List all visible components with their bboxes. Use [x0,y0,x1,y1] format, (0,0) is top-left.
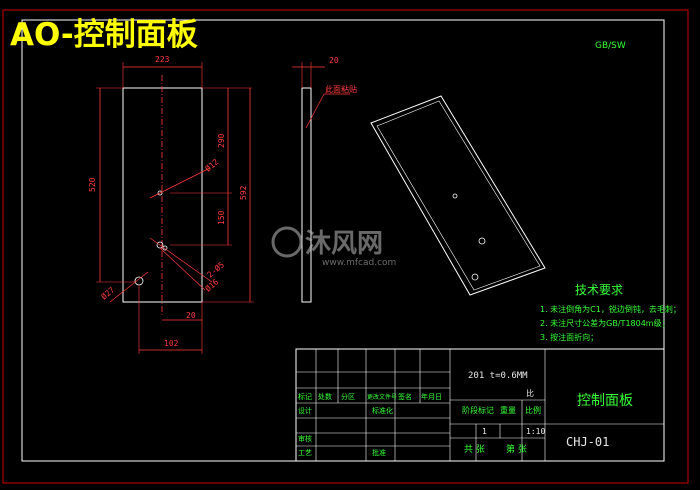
leader-line [149,167,211,199]
tb-col-zone: 分区 [341,392,355,401]
iso-plate-edge [376,100,541,291]
outer-border [2,9,689,484]
tb-weight: 重量 [500,405,516,415]
tb-scale-label: 比例 [525,405,541,415]
tb-col-sign: 签名 [398,392,412,401]
tb-col-date: 年月日 [421,392,442,401]
iso-plate [370,95,546,296]
drawing-title: AO-控制面板 [10,17,198,53]
tb-standard: 标准化 [372,406,393,415]
tech-heading: 技术要求 [575,283,623,297]
iso-hole [478,237,486,245]
leader-line [305,93,325,129]
tb-part-name: 控制面板 [577,393,633,409]
watermark-logo-icon [271,226,303,258]
hole-mid-b [162,245,168,251]
iso-hole [471,273,479,281]
tb-material: 201 t=0.6MM [468,371,528,381]
dim-592: 592 [239,185,248,200]
tech-item-2: 2. 未注尺寸公差为GB/T1804m级； [540,318,670,328]
corner-stamp: GB/SW [595,41,626,51]
leader-line [149,237,213,283]
leader-line [159,247,206,291]
dim-lower: 150 [217,210,226,225]
hole-top [157,190,163,196]
tb-drawing-no: CHJ-01 [566,435,609,449]
side-view: 20 此面粘贴 [292,56,357,303]
tb-col-change: 更改文件号 [367,393,397,401]
dim-upper: 290 [217,133,226,148]
leader-line [109,271,149,303]
tech-item-1: 1. 未注倒角为C1，锐边倒钝，去毛刺； [540,304,681,314]
tb-qty: 1 [482,427,487,436]
label-hole-mid-b: Ø16 [203,276,221,293]
label-hole-mid: 2-Ø5 [205,259,226,279]
tb-scale-prefix: 比 [526,388,534,398]
watermark-url: www.mfcad.com [322,258,396,268]
tb-col-count: 处数 [318,392,332,401]
tb-design: 设计 [298,406,312,415]
tb-col-mark: 标记 [298,392,312,401]
tb-sheet: 第 张 [506,443,527,455]
tech-requirements: 技术要求 1. 未注倒角为C1，锐边倒钝，去毛刺； 2. 未注尺寸公差为GB/T… [540,283,681,342]
tb-approve: 批准 [372,448,386,457]
title-block-frame [295,348,665,462]
dim-thickness: 20 [329,56,339,65]
watermark: 沐风网 www.mfcad.com [271,226,396,268]
dim-hole-offset: 20 [186,311,196,320]
label-hole-top: Ø12 [203,156,221,173]
front-view: 223 520 290 150 592 Ø12 2-Ø5 Ø16 Ø27 20 [88,55,254,354]
tb-process: 工艺 [298,449,312,457]
watermark-brand: 沐风网 [305,229,383,259]
tb-sheets-total: 共 张 [464,444,485,455]
side-note: 此面粘贴 [325,84,357,94]
revision-grid [296,349,664,461]
front-view-outline [122,87,203,303]
side-view-outline [301,87,312,303]
dim-width: 223 [155,55,170,64]
iso-hole [452,193,458,199]
dim-bottom-width: 102 [164,339,179,348]
tech-item-3: 3. 按注面折向； [540,332,598,342]
tb-scale: 1:10 [526,427,545,436]
tb-stage: 阶段标记 [462,405,494,415]
title-block: 标记 处数 分区 更改文件号 签名 年月日 设计 标准化 审核 工艺 批准 20… [295,348,665,462]
dim-total-height: 520 [88,177,97,192]
tb-review: 审核 [298,434,312,443]
iso-view [370,95,546,296]
